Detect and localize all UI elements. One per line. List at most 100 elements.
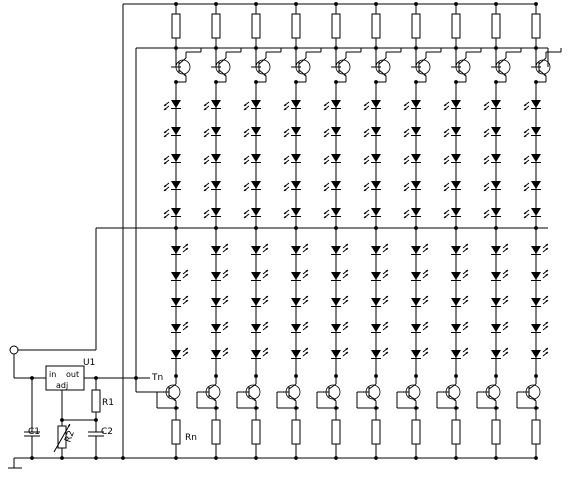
transistor-lead — [208, 383, 217, 390]
light-arrow-head — [385, 326, 388, 329]
led-body — [171, 154, 181, 162]
junction-dot — [454, 2, 458, 6]
light-arrow-head — [364, 211, 367, 214]
transistor-lead — [178, 57, 187, 65]
led — [411, 321, 429, 333]
light-arrow-head — [185, 270, 188, 273]
led-body — [251, 100, 261, 108]
light-arrow-head — [345, 352, 348, 355]
transistor-lead — [248, 383, 257, 390]
led-body — [451, 208, 461, 216]
label-c1: C1 — [28, 427, 40, 437]
led-body — [291, 298, 301, 306]
led-body — [211, 324, 221, 332]
led — [291, 347, 309, 359]
light-arrow-head — [364, 103, 367, 106]
light-arrow-head — [185, 296, 188, 299]
light-arrow-head — [265, 348, 268, 351]
light-arrow-head — [324, 188, 327, 191]
led-body — [491, 272, 501, 280]
led-body — [251, 298, 261, 306]
light-arrow-head — [333, 398, 336, 401]
lower-resistor — [491, 419, 501, 445]
led-body — [371, 100, 381, 108]
light-arrow-head — [244, 157, 247, 160]
light-arrow-head — [265, 244, 268, 247]
light-arrow-head — [173, 398, 176, 401]
led — [403, 127, 421, 138]
light-arrow-head — [484, 157, 487, 160]
transistor-lead — [258, 57, 267, 65]
led — [443, 154, 461, 165]
led-body — [251, 246, 261, 254]
light-arrow-head — [524, 215, 527, 218]
led-body — [491, 350, 501, 358]
led — [411, 269, 429, 281]
light-arrow-head — [225, 300, 228, 303]
led-body — [331, 127, 341, 135]
led-body — [211, 181, 221, 189]
light-arrow-head — [425, 296, 428, 299]
lower-resistor — [531, 419, 541, 445]
light-arrow-head — [404, 161, 407, 164]
light-arrow-head — [324, 107, 327, 110]
light-arrow-head — [185, 274, 188, 277]
light-arrow-head — [204, 134, 207, 137]
light-arrow-head — [164, 130, 167, 133]
light-arrow-head — [545, 322, 548, 325]
led — [523, 100, 541, 111]
light-arrow-head — [305, 348, 308, 351]
light-arrow-head — [164, 107, 167, 110]
light-arrow-head — [284, 184, 287, 187]
led-body — [171, 127, 181, 135]
led — [171, 295, 189, 307]
led-body — [171, 350, 181, 358]
light-arrow-head — [465, 348, 468, 351]
lower-transistor — [201, 383, 221, 402]
light-arrow-head — [265, 300, 268, 303]
light-arrow-head — [345, 296, 348, 299]
light-arrow-head — [284, 215, 287, 218]
light-arrow-head — [373, 398, 376, 401]
light-arrow-head — [293, 398, 296, 401]
light-arrow-head — [225, 244, 228, 247]
led-body — [531, 272, 541, 280]
light-arrow-head — [465, 300, 468, 303]
light-arrow-head — [284, 211, 287, 214]
light-arrow-head — [425, 348, 428, 351]
light-arrow-head — [524, 184, 527, 187]
led — [283, 127, 301, 138]
light-arrow-head — [505, 352, 508, 355]
led-body — [251, 181, 261, 189]
upper-transistor — [171, 57, 191, 77]
led-body — [211, 272, 221, 280]
led — [291, 243, 309, 255]
led — [163, 208, 181, 219]
light-arrow-head — [484, 215, 487, 218]
lower-resistor — [251, 419, 261, 445]
led-body — [411, 208, 421, 216]
led-body — [291, 127, 301, 135]
light-arrow-head — [204, 157, 207, 160]
light-arrow-head — [444, 215, 447, 218]
led — [451, 295, 469, 307]
led-body — [371, 181, 381, 189]
light-arrow-head — [404, 184, 407, 187]
led — [443, 181, 461, 192]
led — [411, 347, 429, 359]
led — [211, 321, 229, 333]
light-arrow-head — [364, 215, 367, 218]
led — [371, 295, 389, 307]
led-body — [531, 100, 541, 108]
led — [363, 154, 381, 165]
light-arrow-head — [425, 248, 428, 251]
led-body — [411, 127, 421, 135]
led-body — [371, 272, 381, 280]
light-arrow-head — [493, 398, 496, 401]
led-body — [411, 298, 421, 306]
transistor-lead — [368, 383, 377, 390]
led-body — [171, 324, 181, 332]
led — [203, 100, 221, 111]
junction-dot — [30, 456, 34, 460]
led — [171, 321, 189, 333]
